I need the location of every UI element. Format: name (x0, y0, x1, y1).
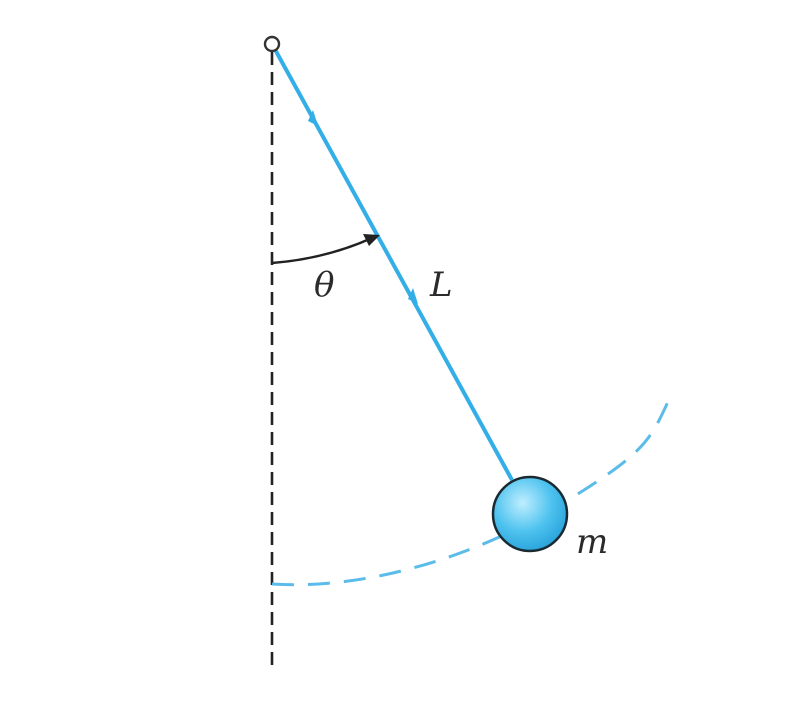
swing-path-arc (271, 392, 674, 587)
pivot-ring-icon (263, 35, 281, 53)
angle-arrowhead (363, 234, 380, 246)
angle-arc (271, 236, 373, 265)
length-label-L: L (429, 265, 453, 305)
angle-label-theta: θ (314, 265, 334, 305)
pendulum-bob (491, 475, 569, 553)
pendulum-rod (270, 43, 514, 481)
rod-arrowhead-lower (408, 288, 418, 304)
mass-label-m: m (576, 522, 608, 562)
rod-arrowhead-upper (308, 110, 318, 126)
